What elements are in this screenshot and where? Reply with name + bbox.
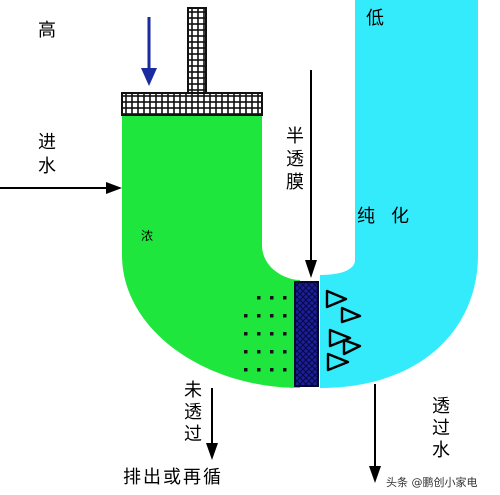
semipermeable-membrane <box>294 281 319 387</box>
salt-particle <box>270 368 274 372</box>
label-salt-side-mark: 浓 <box>141 229 154 243</box>
salt-particle <box>270 296 274 300</box>
label-purified: 纯化 <box>357 206 425 227</box>
salt-particle <box>257 332 261 336</box>
salt-particle <box>244 332 248 336</box>
watermark: 头条 @鹏创小家电 <box>386 476 478 489</box>
pure-water-region <box>320 0 478 388</box>
salt-particle <box>257 314 261 318</box>
salt-particle <box>244 368 248 372</box>
label-untreated: 未透过 <box>181 380 202 446</box>
piston-plate <box>121 92 263 116</box>
label-high-pressure: 高 <box>38 20 56 41</box>
permeate-outlet-arrow-icon <box>369 384 381 483</box>
salt-particle <box>283 296 287 300</box>
reject-outlet-arrow-icon <box>206 388 218 460</box>
inlet-arrow-icon <box>0 182 122 194</box>
water-molecules <box>325 289 362 372</box>
membrane-pointer-icon <box>305 70 317 278</box>
salt-particle <box>283 368 287 372</box>
salt-particle <box>257 368 261 372</box>
salt-particle <box>257 296 261 300</box>
salt-particle <box>270 332 274 336</box>
salt-particle <box>283 332 287 336</box>
salt-particle <box>283 350 287 354</box>
label-permeated-water: 透过水 <box>429 396 450 462</box>
label-discharge-or-recycle: 排出或再循 <box>123 467 223 488</box>
salt-particle <box>270 314 274 318</box>
pressure-arrow-icon <box>141 17 157 86</box>
salt-particle <box>270 350 274 354</box>
label-semipermeable-membrane: 半透膜 <box>283 126 304 195</box>
label-inlet-water: 进水 <box>35 132 56 180</box>
salt-particle <box>257 350 261 354</box>
concentrate-region <box>122 115 300 388</box>
salt-particles <box>244 296 287 372</box>
label-low-pressure: 低 <box>366 8 384 29</box>
piston-rod <box>187 7 207 94</box>
salt-particle <box>283 314 287 318</box>
salt-particle <box>244 350 248 354</box>
salt-particle <box>244 314 248 318</box>
